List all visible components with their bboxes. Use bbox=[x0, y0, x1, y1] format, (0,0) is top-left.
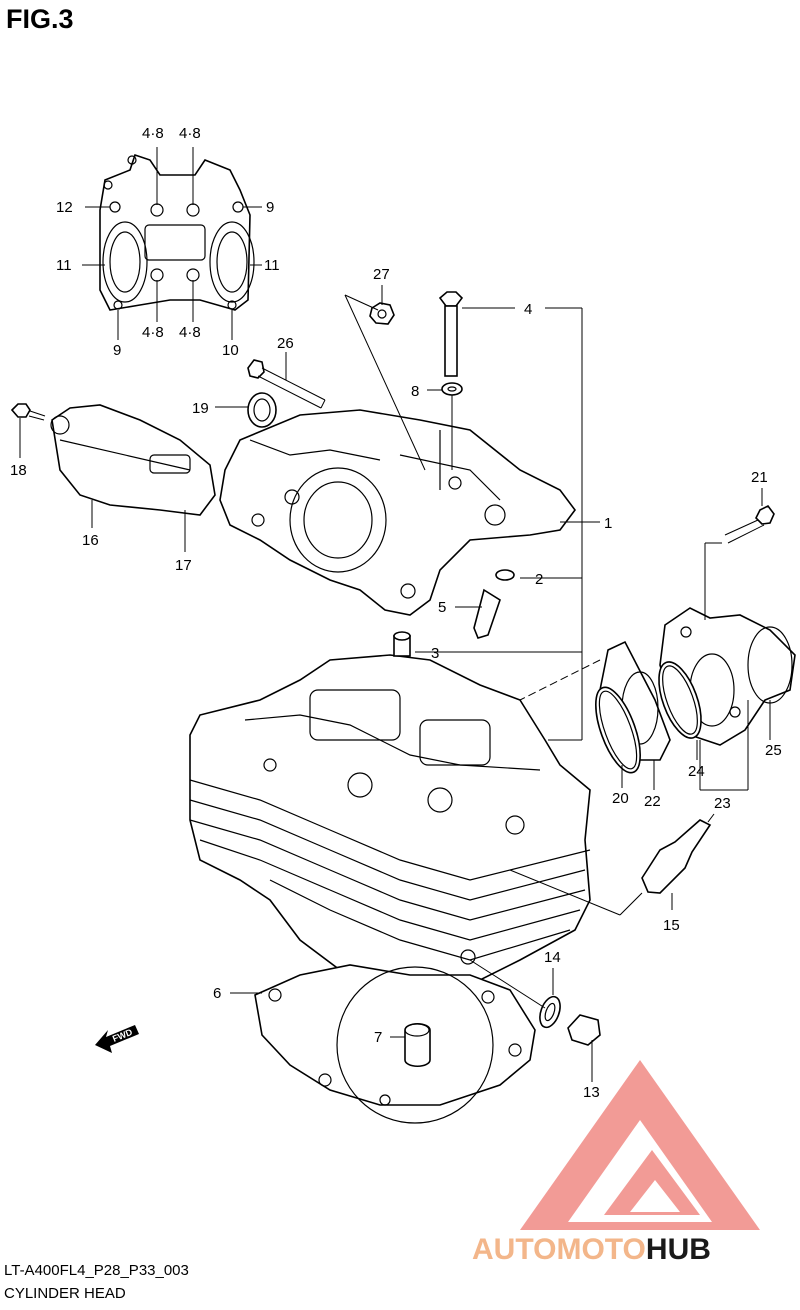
fwd-label: FWD bbox=[111, 1027, 134, 1044]
cap-drawing bbox=[50, 404, 216, 516]
washer-14-drawing bbox=[539, 995, 561, 1029]
callout-27: 27 bbox=[373, 266, 390, 283]
callout-19: 19 bbox=[192, 400, 209, 417]
callout-24: 24 bbox=[688, 763, 705, 780]
callout-5: 5 bbox=[438, 599, 446, 616]
callout-4: 4 bbox=[524, 301, 532, 318]
cylinder-head-drawing bbox=[189, 654, 591, 991]
watermark-wordmark: AUTOMOTOHUB bbox=[472, 1233, 711, 1266]
diagram-name: CYLINDER HEAD bbox=[4, 1285, 126, 1302]
callout-11-left: 11 bbox=[56, 257, 72, 274]
watermark-text: AUTOMOTOHUB bbox=[472, 1233, 711, 1266]
callout-26: 26 bbox=[277, 335, 294, 352]
callout-4-8-top-left: 4·8 bbox=[142, 125, 164, 142]
spark-plug-drawing bbox=[641, 813, 715, 894]
callout-18: 18 bbox=[10, 462, 27, 479]
nut-27-drawing bbox=[369, 302, 395, 325]
callout-25: 25 bbox=[765, 742, 782, 759]
callout-10: 10 bbox=[222, 342, 239, 359]
callout-9-bottom: 9 bbox=[113, 342, 121, 359]
callout-12: 12 bbox=[56, 199, 73, 216]
callout-9-right: 9 bbox=[266, 199, 274, 216]
dowel-3-drawing bbox=[393, 631, 411, 657]
callout-4-8-bottom-left: 4·8 bbox=[142, 324, 164, 341]
bolt-18-drawing bbox=[10, 403, 46, 421]
callout-13: 13 bbox=[583, 1084, 600, 1101]
callout-7: 7 bbox=[374, 1029, 382, 1046]
callout-1: 1 bbox=[604, 515, 612, 532]
callout-21: 21 bbox=[751, 469, 768, 486]
washer-8-drawing bbox=[441, 382, 463, 396]
plug-13-drawing bbox=[567, 1014, 601, 1046]
bolt-4-drawing bbox=[438, 291, 464, 377]
callout-2: 2 bbox=[535, 571, 543, 588]
oring-24-drawing bbox=[658, 661, 702, 739]
callout-6: 6 bbox=[213, 985, 221, 1002]
callout-16: 16 bbox=[82, 532, 99, 549]
callout-17: 17 bbox=[175, 557, 192, 574]
callout-4-8-bottom-right: 4·8 bbox=[179, 324, 201, 341]
callout-3: 3 bbox=[431, 645, 439, 662]
figure-title: FIG.3 bbox=[6, 4, 74, 34]
bolt-21-drawing bbox=[724, 504, 775, 544]
callout-8: 8 bbox=[411, 383, 419, 400]
leader-lines bbox=[19, 147, 771, 1082]
callout-14: 14 bbox=[544, 949, 561, 966]
valve-cover-gasket-drawing bbox=[99, 153, 255, 311]
seal-19-drawing bbox=[247, 392, 277, 428]
diagram-code: LT-A400FL4_P28_P33_003 bbox=[4, 1262, 189, 1279]
fwd-arrow: FWD bbox=[95, 1025, 139, 1053]
callout-23: 23 bbox=[714, 795, 731, 812]
bolt-26-drawing bbox=[247, 359, 326, 409]
watermark-logo bbox=[520, 1060, 760, 1230]
callout-15: 15 bbox=[663, 917, 680, 934]
head-gasket-drawing bbox=[254, 964, 536, 1124]
callout-labels: 4·8 4·8 12 9 11 11 4·8 4·8 9 10 27 4 26 … bbox=[10, 125, 782, 1101]
callout-4-8-top-right: 4·8 bbox=[179, 125, 201, 142]
callout-11-right: 11 bbox=[264, 257, 280, 274]
valve-cover-drawing bbox=[219, 409, 576, 616]
watermark-text-accent: HUB bbox=[646, 1233, 711, 1266]
oring-2-and-plug-5-drawing bbox=[473, 569, 515, 639]
watermark-text-main: AUTOMOTO bbox=[472, 1233, 646, 1266]
callout-20: 20 bbox=[612, 790, 629, 807]
oring-20-drawing bbox=[595, 686, 641, 774]
callout-22: 22 bbox=[644, 793, 661, 810]
